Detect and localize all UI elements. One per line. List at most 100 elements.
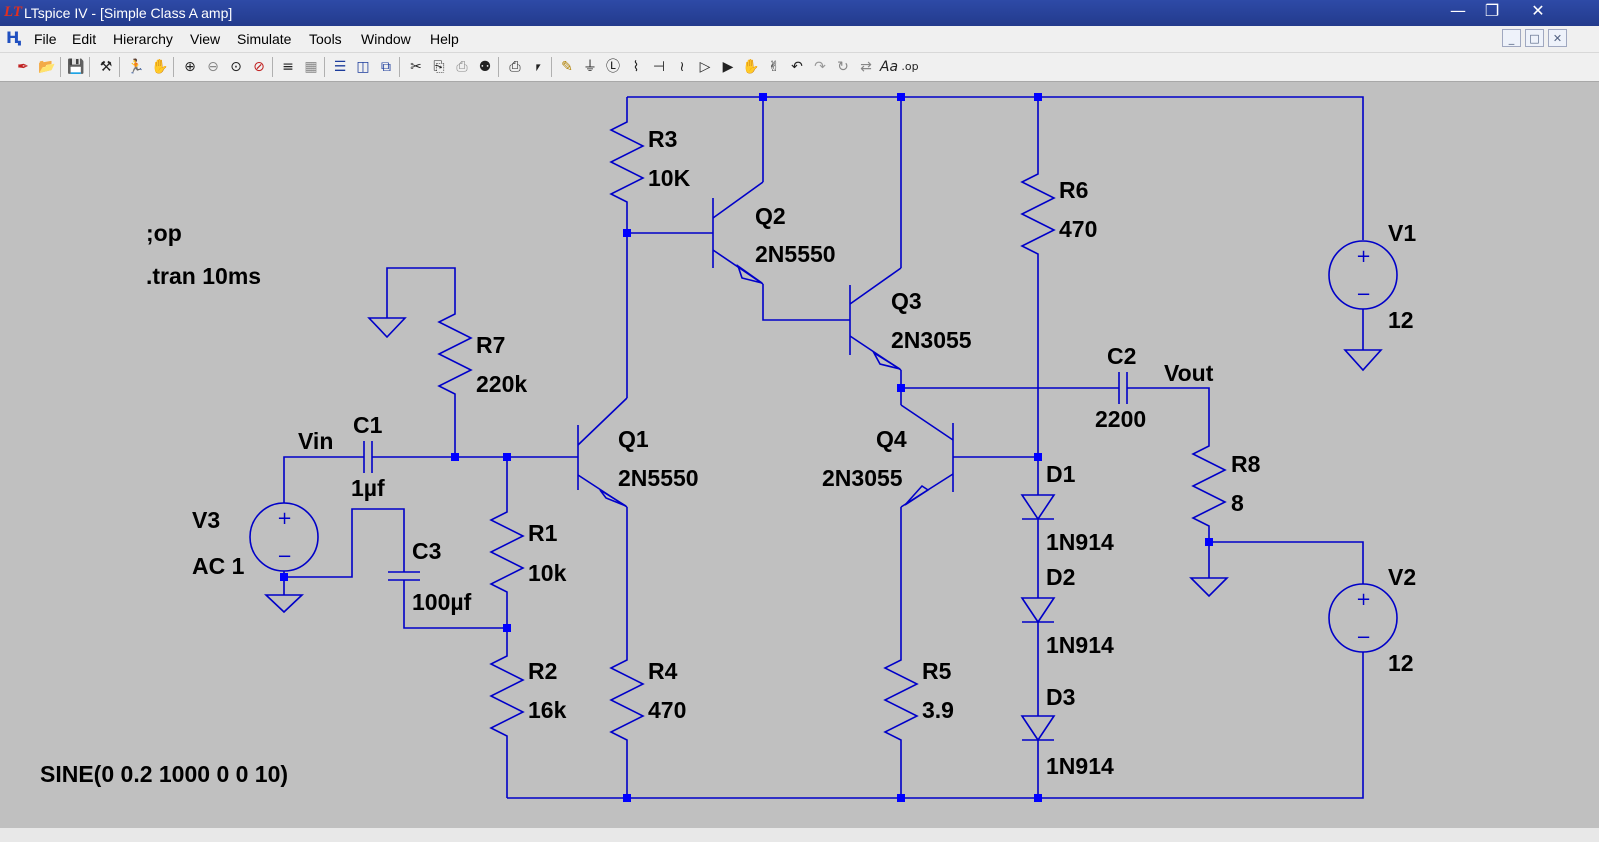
ground-icon[interactable]: ⏚ xyxy=(583,59,597,75)
r5-value[interactable]: 3.9 xyxy=(922,697,954,723)
q4-value[interactable]: 2N3055 xyxy=(822,465,903,491)
restore-icon[interactable]: ❐ xyxy=(1484,1,1500,20)
menu-view[interactable]: View xyxy=(190,31,221,47)
menu-file[interactable]: File xyxy=(34,31,57,47)
schematic-doc-icon[interactable]: Ⱨ xyxy=(6,28,22,47)
zoom-fit-icon[interactable]: ⊙ xyxy=(230,59,242,75)
run-icon[interactable]: 🏃 xyxy=(127,59,145,75)
find-icon[interactable]: ⚉ xyxy=(478,59,492,75)
cascade-icon[interactable]: ⧉ xyxy=(381,59,391,75)
r6-name[interactable]: R6 xyxy=(1059,177,1088,203)
c2-name[interactable]: C2 xyxy=(1107,343,1136,369)
r4-name[interactable]: R4 xyxy=(648,658,678,684)
minimize-icon[interactable]: — xyxy=(1450,1,1466,20)
v1-name[interactable]: V1 xyxy=(1388,220,1416,246)
r6-value[interactable]: 470 xyxy=(1059,216,1097,242)
d2-name[interactable]: D2 xyxy=(1046,564,1075,590)
q2-value[interactable]: 2N5550 xyxy=(755,241,836,267)
directive-sine[interactable]: SINE(0 0.2 1000 0 0 10) xyxy=(40,761,288,787)
c1-name[interactable]: C1 xyxy=(353,412,383,438)
component-icon[interactable]: ▶ xyxy=(722,59,734,75)
r1-name[interactable]: R1 xyxy=(528,520,558,546)
undo-icon[interactable]: ↶ xyxy=(791,59,803,75)
diode-icon[interactable]: ▷ xyxy=(699,59,711,75)
schematic-canvas[interactable]: + − + − + − ;op .tran 10ms SINE(0 0.2 10… xyxy=(0,82,1599,842)
label-net-icon[interactable]: Ⓛ xyxy=(606,59,620,75)
d1-value[interactable]: 1N914 xyxy=(1046,529,1114,555)
c3-value[interactable]: 100µf xyxy=(412,589,472,615)
d3-value[interactable]: 1N914 xyxy=(1046,753,1114,779)
print-preview-icon[interactable]: ⎖ xyxy=(532,59,544,75)
capacitor-icon[interactable]: ⊣ xyxy=(652,59,666,75)
d1-name[interactable]: D1 xyxy=(1046,461,1076,487)
d3-name[interactable]: D3 xyxy=(1046,684,1075,710)
menu-tools[interactable]: Tools xyxy=(309,31,342,47)
paste-icon[interactable]: ⎙ xyxy=(456,59,468,75)
inductor-icon[interactable]: ≀ xyxy=(679,59,685,75)
copy-icon[interactable]: ⎘ xyxy=(433,59,445,75)
r8-name[interactable]: R8 xyxy=(1231,451,1261,477)
r8-value[interactable]: 8 xyxy=(1231,490,1244,516)
r7-name[interactable]: R7 xyxy=(476,332,505,358)
menu-edit[interactable]: Edit xyxy=(72,31,97,47)
menu-hierarchy[interactable]: Hierarchy xyxy=(113,31,173,47)
r1-value[interactable]: 10k xyxy=(528,560,567,586)
cancel-zoom-icon[interactable]: ⊘ xyxy=(253,59,265,75)
grid-icon[interactable]: ▦ xyxy=(304,59,318,75)
rotate-icon[interactable]: ↻ xyxy=(837,59,849,75)
q4-name[interactable]: Q4 xyxy=(876,426,907,452)
save-icon[interactable]: 💾 xyxy=(67,59,85,75)
c2-value[interactable]: 2200 xyxy=(1095,406,1146,432)
v3-name[interactable]: V3 xyxy=(192,507,220,533)
new-schematic-icon[interactable]: ✒ xyxy=(17,59,29,75)
tile-horizontal-icon[interactable]: ☰ xyxy=(333,59,347,75)
close-icon[interactable]: ✕ xyxy=(1531,1,1545,20)
print-icon[interactable]: ⎙ xyxy=(509,59,521,75)
v1-value[interactable]: 12 xyxy=(1388,307,1414,333)
v2-name[interactable]: V2 xyxy=(1388,564,1416,590)
zoom-out-icon[interactable]: ⊖ xyxy=(207,59,219,75)
c1-value[interactable]: 1µf xyxy=(351,475,385,501)
v3-value[interactable]: AC 1 xyxy=(192,553,245,579)
net-label-vin[interactable]: Vin xyxy=(298,428,333,454)
open-icon[interactable]: 📂 xyxy=(38,59,56,75)
autorange-icon[interactable]: ≡ xyxy=(282,59,294,75)
r3-name[interactable]: R3 xyxy=(648,126,677,152)
net-label-vout[interactable]: Vout xyxy=(1164,360,1214,386)
r5-name[interactable]: R5 xyxy=(922,658,952,684)
directive-op[interactable]: ;op xyxy=(146,220,182,246)
c3-name[interactable]: C3 xyxy=(412,538,441,564)
q1-value[interactable]: 2N5550 xyxy=(618,465,699,491)
menu-window[interactable]: Window xyxy=(361,31,411,47)
control-panel-icon[interactable]: ⚒ xyxy=(99,59,113,75)
mdi-restore-icon[interactable]: □ xyxy=(1525,29,1544,47)
q3-value[interactable]: 2N3055 xyxy=(891,327,972,353)
drag-icon[interactable]: ✌ xyxy=(768,59,780,75)
mirror-icon[interactable]: ⇄ xyxy=(860,59,872,75)
tile-vertical-icon[interactable]: ◫ xyxy=(356,59,370,75)
menu-help[interactable]: Help xyxy=(430,31,459,47)
q2-name[interactable]: Q2 xyxy=(755,203,786,229)
move-icon[interactable]: ✋ xyxy=(742,59,760,75)
r7-value[interactable]: 220k xyxy=(476,371,527,397)
mdi-minimize-icon[interactable]: _ xyxy=(1502,29,1521,47)
r2-value[interactable]: 16k xyxy=(528,697,567,723)
r3-value[interactable]: 10K xyxy=(648,165,691,191)
halt-icon[interactable]: ✋ xyxy=(151,59,169,75)
zoom-in-icon[interactable]: ⊕ xyxy=(184,59,196,75)
r4-value[interactable]: 470 xyxy=(648,697,686,723)
q1-name[interactable]: Q1 xyxy=(618,426,649,452)
spice-directive-icon[interactable]: .op xyxy=(901,60,919,73)
cut-icon[interactable]: ✂ xyxy=(410,59,422,75)
text-icon[interactable]: Aa xyxy=(879,59,899,75)
directive-tran[interactable]: .tran 10ms xyxy=(146,263,261,289)
r2-name[interactable]: R2 xyxy=(528,658,557,684)
q3-name[interactable]: Q3 xyxy=(891,288,922,314)
mdi-close-icon[interactable]: ✕ xyxy=(1548,29,1567,47)
wire-icon[interactable]: ✎ xyxy=(561,59,573,75)
d2-value[interactable]: 1N914 xyxy=(1046,632,1114,658)
resistor-icon[interactable]: ⌇ xyxy=(632,59,640,75)
menu-simulate[interactable]: Simulate xyxy=(237,31,292,47)
redo-icon[interactable]: ↷ xyxy=(814,59,826,75)
v2-value[interactable]: 12 xyxy=(1388,650,1414,676)
